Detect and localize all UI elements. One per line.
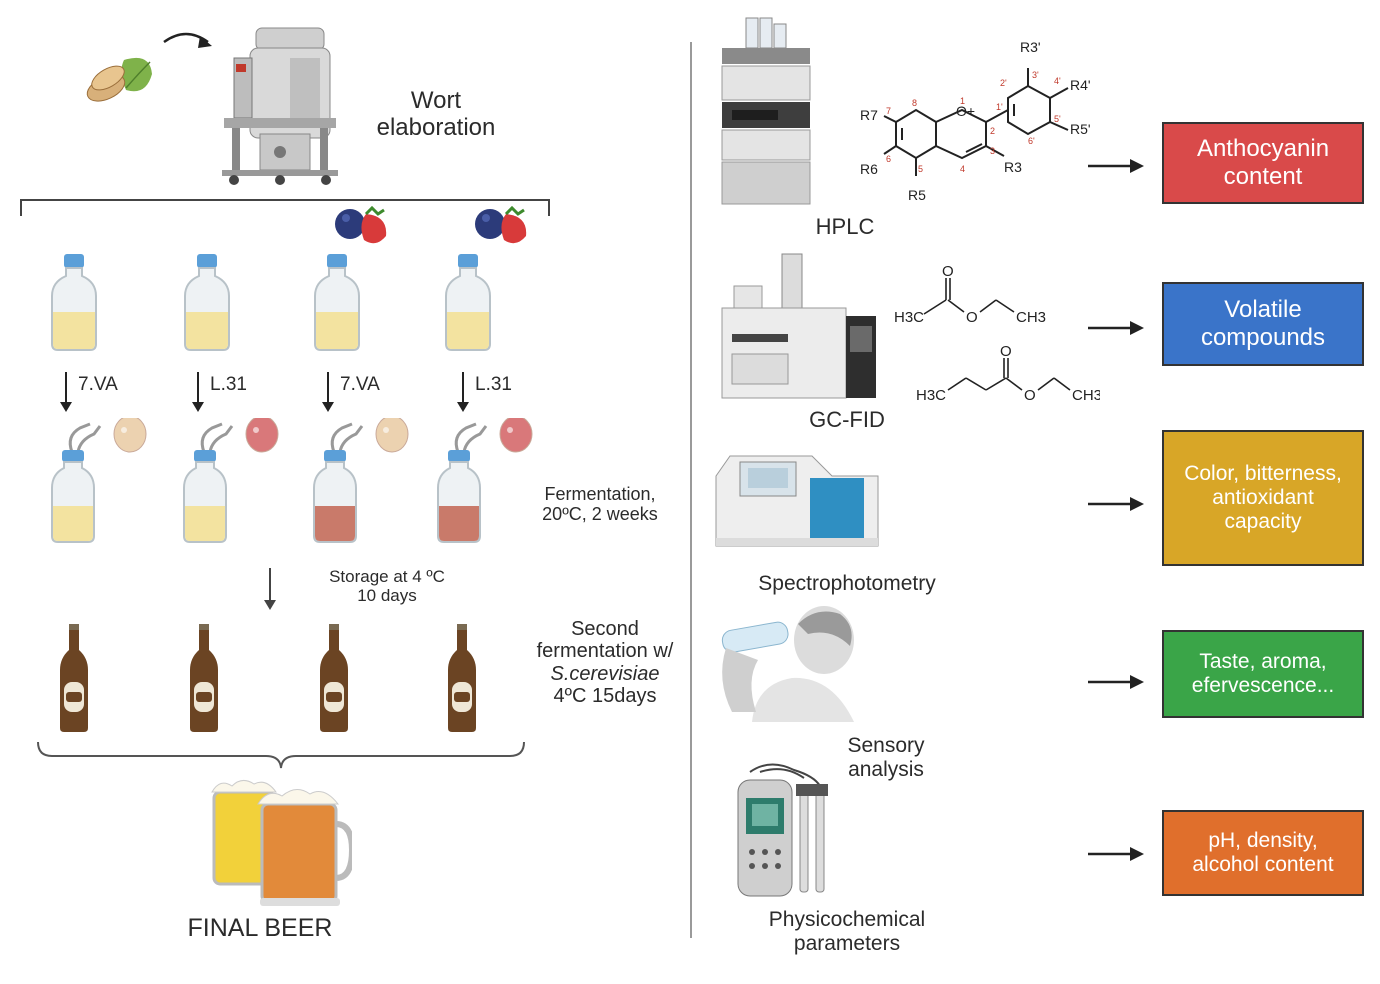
ring-number: 6 — [886, 154, 891, 164]
wort-bottle-icon — [51, 254, 97, 351]
gc-fid-instrument-icon — [721, 253, 876, 399]
fermenter-bottle-icon — [437, 418, 533, 543]
sensory-person-icon — [721, 606, 854, 722]
svg-text:O: O — [1000, 344, 1012, 360]
wort-label: Wort elaboration — [376, 87, 496, 141]
fermentation-label: Fermentation, 20ºC, 2 weeks — [542, 484, 658, 525]
ring-number: 8 — [912, 98, 917, 108]
ring-number: 3' — [1032, 70, 1039, 80]
svg-text:H3C: H3C — [916, 387, 946, 404]
svg-text:H3C: H3C — [894, 309, 924, 326]
ring-number: 2' — [1000, 78, 1007, 88]
top-bracket — [20, 199, 550, 216]
beer-bottle-icon — [60, 624, 88, 732]
ring-number: 4 — [960, 164, 965, 174]
ring-number: 7 — [886, 106, 891, 116]
right-arrow — [1088, 321, 1144, 335]
anthocyanin-r5p: R5' — [1070, 121, 1091, 137]
technique-label-physicochemical: Physicochemical parameters — [768, 908, 926, 955]
anthocyanin-r4p: R4' — [1070, 77, 1091, 93]
ring-number: 3 — [990, 146, 995, 156]
anthocyanin-r6: R6 — [860, 161, 878, 177]
strain-label: L.31 — [475, 374, 512, 395]
beer-bottle-icon — [190, 624, 218, 732]
right-arrow — [1088, 497, 1144, 511]
down-arrow — [457, 372, 469, 412]
wort-bottle-icon — [445, 254, 491, 351]
down-arrow — [322, 372, 334, 412]
anthocyanin-oplus: O+ — [956, 103, 975, 119]
fermenter-bottle-icon — [313, 418, 409, 543]
berries-icon — [475, 206, 527, 244]
anthocyanin-structure: R3' R4' R5' R7 R6 R5 R3 O+ 1 2 3 4 5 6 7… — [860, 39, 1091, 203]
anthocyanin-r7: R7 — [860, 107, 878, 123]
anthocyanin-r3p: R3' — [1020, 39, 1041, 55]
technique-label-hplc: HPLC — [815, 214, 875, 239]
ring-number: 1 — [960, 96, 965, 106]
panel-divider — [690, 42, 692, 938]
anthocyanin-r3: R3 — [1004, 159, 1022, 175]
storage-label: Storage at 4 ºC 10 days — [329, 567, 445, 606]
almond-leaf-icon — [86, 57, 152, 102]
wort-bottle-icon — [184, 254, 230, 351]
ph-meter-icon — [737, 763, 828, 897]
beer-bottle-icon — [448, 624, 476, 732]
spectrophotometer-icon — [715, 455, 879, 547]
right-arrow — [1088, 159, 1144, 173]
second-fermentation-label: Second fermentation w/ S.cerevisiae 4ºC … — [536, 618, 674, 708]
strain-label: 7.VA — [78, 374, 118, 395]
svg-text:CH3: CH3 — [1016, 309, 1046, 326]
ring-number: 5 — [918, 164, 923, 174]
final-beer-label: FINAL BEER — [187, 914, 333, 942]
technique-label-spectrophotometry: Spectrophotometry — [758, 572, 936, 595]
output-taste-aroma: Taste, aroma,efervescence... — [1162, 630, 1364, 718]
anthocyanin-r5: R5 — [908, 187, 926, 203]
technique-label-gc-fid: GC-FID — [809, 407, 885, 432]
ring-number: 1' — [996, 102, 1003, 112]
fermenter-bottle-icon — [51, 418, 147, 543]
ring-number: 2 — [990, 126, 995, 136]
ethyl-acetate-structure: H3C O O CH3 — [894, 263, 1046, 326]
ring-number: 5' — [1054, 114, 1061, 124]
bottom-brace — [37, 741, 525, 769]
strain-label: L.31 — [210, 374, 247, 395]
fermenter-bottle-icon — [183, 418, 279, 543]
right-arrow — [1088, 847, 1144, 861]
svg-text:O: O — [942, 263, 954, 280]
beer-bottle-icon — [320, 624, 348, 732]
curved-arrow-icon — [163, 32, 212, 48]
ring-number: 6' — [1028, 136, 1035, 146]
hplc-instrument-icon — [721, 17, 811, 205]
ethyl-butyrate-structure: H3C O O CH3 — [916, 344, 1100, 404]
down-arrow — [60, 372, 72, 412]
storage-arrow — [264, 568, 276, 610]
svg-text:CH3: CH3 — [1072, 387, 1100, 404]
technique-label-sensory: Sensory analysis — [847, 734, 925, 781]
wort-bottle-icon — [314, 254, 360, 351]
berries-icon — [335, 206, 387, 244]
beer-mugs-icon — [211, 780, 352, 906]
strain-label: 7.VA — [340, 374, 380, 395]
ring-number: 4' — [1054, 76, 1061, 86]
right-arrow — [1088, 675, 1144, 689]
output-ph-density: pH, density,alcohol content — [1162, 810, 1364, 896]
down-arrow — [192, 372, 204, 412]
svg-text:O: O — [1024, 387, 1036, 404]
svg-text:O: O — [966, 309, 978, 326]
brewing-machine-icon — [222, 27, 338, 185]
